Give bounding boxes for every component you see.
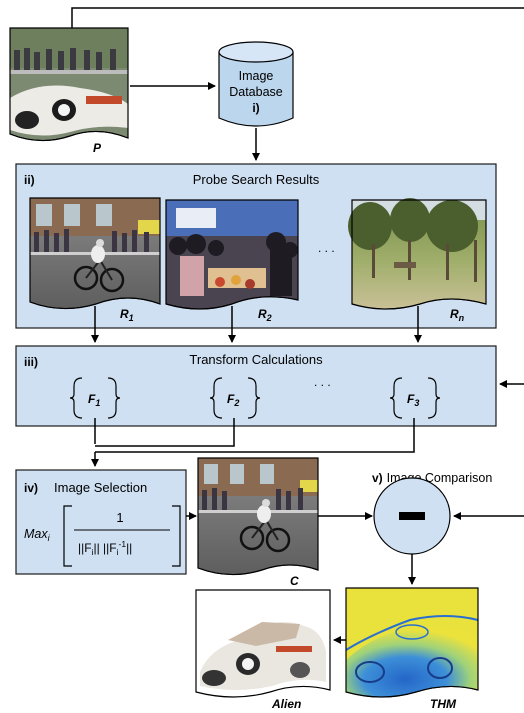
merge-lines-to-selection (94, 418, 415, 453)
svg-text:Maxi: Maxi (24, 527, 51, 543)
step-iii-label: iii) (24, 355, 38, 369)
thm-label: THM (430, 697, 457, 711)
candidate-image (197, 457, 319, 576)
svg-text:||Fi|| ||Fi-1||: ||Fi|| ||Fi-1|| (78, 539, 132, 557)
step-ii-label: ii) (24, 173, 35, 187)
probe-label: P (93, 141, 102, 155)
thm-image (345, 587, 479, 698)
svg-text:F2: F2 (227, 392, 239, 408)
database-label-2: Database (229, 85, 283, 99)
step-iv-label: iv) (24, 481, 38, 495)
transform-f1: F1 (69, 377, 121, 419)
transform-calculations-title: Transform Calculations (189, 352, 323, 367)
svg-text:F1: F1 (88, 392, 100, 408)
selection-formula: Maxi 1 ||Fi|| ||Fi-1|| (24, 505, 181, 567)
alien-image (195, 589, 331, 698)
transform-ellipsis: . . . (314, 375, 331, 389)
minus-icon (399, 512, 425, 520)
image-comparison-title: v)Image Comparison (372, 471, 492, 485)
alien-label: Alien (271, 697, 301, 711)
image-database: Image Database i) (218, 41, 294, 127)
image-selection-title: Image Selection (54, 480, 147, 495)
database-label-1: Image (239, 69, 274, 83)
feedback-line (71, 7, 524, 28)
candidate-label: C (290, 574, 299, 588)
svg-text:F3: F3 (407, 392, 419, 408)
rn-label: Rn (450, 307, 465, 323)
svg-text:1: 1 (116, 510, 123, 525)
probe-image (9, 27, 129, 142)
result-image-r2 (165, 199, 299, 310)
results-ellipsis: . . . (318, 241, 335, 255)
r1-label: R1 (120, 307, 134, 323)
r2-label: R2 (258, 307, 272, 323)
image-selection-box (15, 469, 187, 575)
transform-f3: F3 (389, 377, 441, 419)
result-image-r1 (29, 197, 161, 310)
transform-f2: F2 (209, 377, 261, 419)
database-step-label: i) (252, 101, 259, 115)
probe-search-results-title: Probe Search Results (193, 172, 320, 187)
result-image-rn (348, 198, 487, 310)
